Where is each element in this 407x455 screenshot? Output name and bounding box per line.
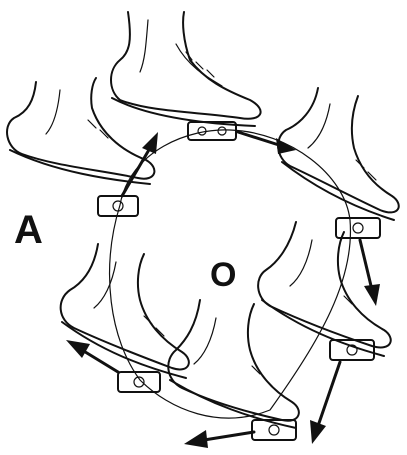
arrow-bottom-left — [184, 430, 254, 448]
arrow-upper-left — [122, 132, 158, 196]
arrow-right-down — [360, 240, 380, 306]
pedal-lower-left — [118, 372, 160, 392]
shoe-right — [278, 88, 399, 220]
arrow-lower-right — [310, 362, 340, 444]
label-o: O — [210, 258, 236, 292]
shoe-upper-left — [7, 78, 154, 184]
shoe-top — [111, 12, 261, 126]
arrow-top-right — [238, 132, 296, 154]
label-a: A — [14, 210, 43, 250]
pedal-lower-right — [330, 340, 374, 360]
